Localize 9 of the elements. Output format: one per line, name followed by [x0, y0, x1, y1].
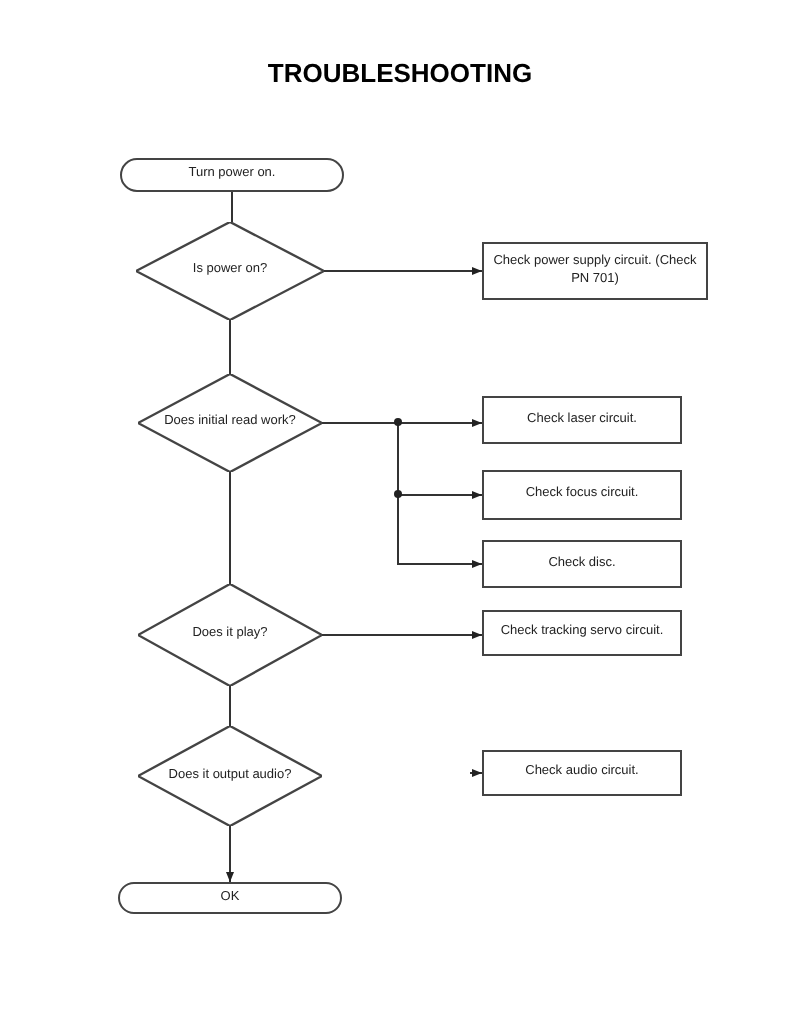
connector-line	[229, 471, 231, 585]
arrow	[226, 825, 234, 883]
arrow	[323, 267, 483, 275]
arrow	[469, 769, 483, 777]
connector-line	[229, 685, 231, 727]
connector-line	[231, 191, 233, 223]
connector-line	[229, 319, 231, 375]
arrow	[321, 631, 483, 639]
title: TROUBLESHOOTING	[265, 58, 535, 88]
